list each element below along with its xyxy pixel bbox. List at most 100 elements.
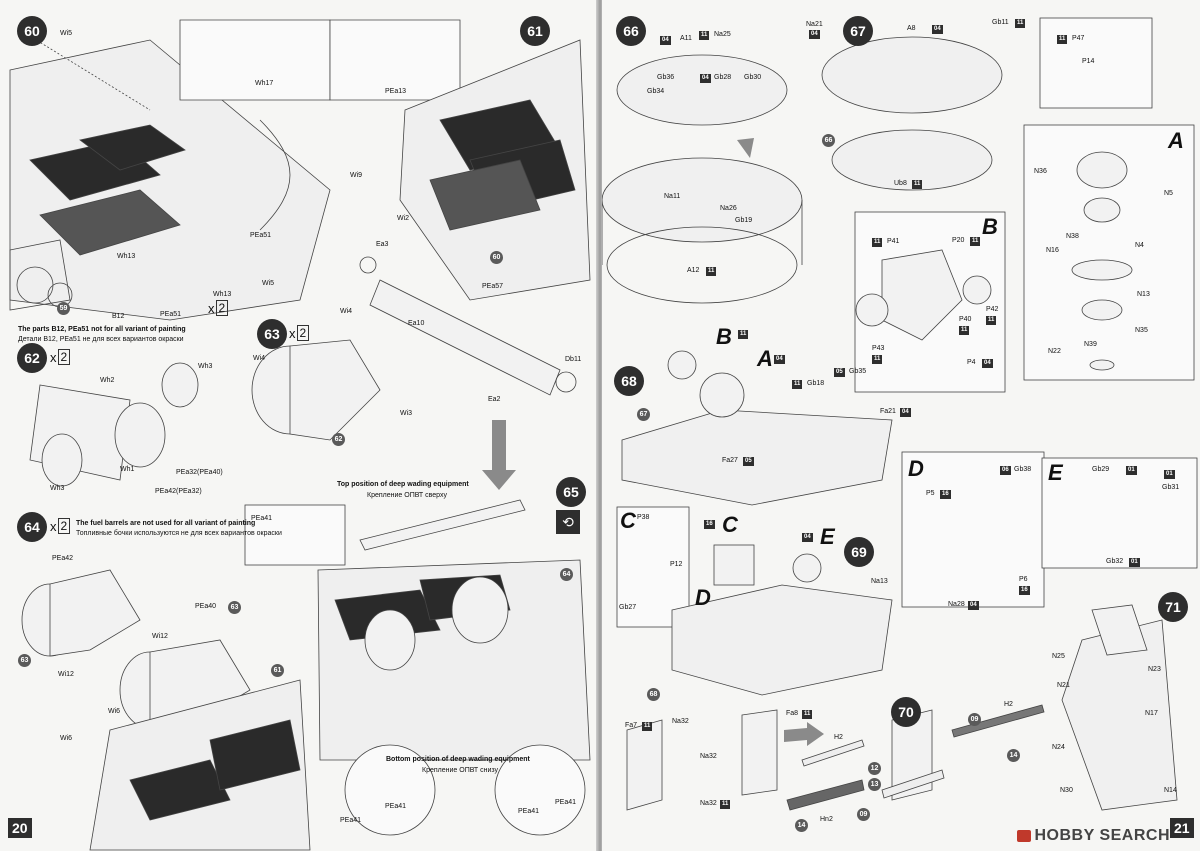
left-page-artwork [9, 19, 591, 851]
sub-assembly-e-letter: E [1048, 460, 1063, 485]
sprue-tag: 04 [774, 355, 785, 364]
note-ru: Крепление ОПВТ снизу [422, 767, 499, 774]
ref-circle: 59 [57, 302, 70, 315]
step-63-number: 63 [257, 319, 287, 349]
ref-circle: 64 [560, 568, 573, 581]
part-label: Fa21 [880, 408, 896, 415]
part-label: PEa51 [160, 311, 182, 318]
sub-c-ref: C [722, 512, 738, 537]
note-en: Top position of deep wading equipment [337, 481, 469, 488]
sprue-tag: 11 [986, 316, 997, 325]
sprue-tag: 04 [700, 74, 711, 83]
part-label: N14 [1164, 787, 1177, 794]
part-label: Gb19 [735, 217, 753, 224]
rotate-icon: ⟲ [556, 510, 580, 534]
part-label: Gb29 [1092, 466, 1110, 473]
watermark-logo-icon [1016, 830, 1031, 842]
part-label: PEa42(PEa32) [155, 488, 202, 495]
part-label: N36 [1034, 168, 1047, 175]
part-label: Na32 [672, 718, 689, 725]
part-label: Gb30 [744, 74, 762, 81]
part-label: P4 [967, 359, 976, 366]
sprue-tag: 11 [872, 238, 883, 247]
part-label: Db11 [565, 356, 582, 363]
sub-assembly-d-letter: D [908, 456, 924, 481]
part-label: Wi5 [60, 30, 73, 37]
part-label: Gb34 [647, 88, 665, 95]
sprue-tag: 11 [970, 237, 981, 246]
multiplier-value: 2 [215, 300, 229, 316]
part-label: Wh17 [255, 80, 274, 87]
step-71-number: 71 [1158, 592, 1188, 622]
note-en: Bottom position of deep wading equipment [386, 756, 530, 763]
part-label: N21 [1057, 682, 1070, 689]
watermark: HOBBY SEARCH [1016, 827, 1171, 845]
part-label: P47 [1072, 35, 1085, 42]
sprue-tag: 04 [968, 601, 979, 610]
part-label: N30 [1060, 787, 1073, 794]
ref-circle: 63 [228, 601, 241, 614]
step-67-number: 67 [843, 16, 873, 46]
part-label: Gb31 [1162, 484, 1180, 491]
part-label: A11 [680, 35, 692, 42]
part-label: P38 [637, 514, 650, 521]
note-ru: Топливные бочки используются не для всех… [76, 530, 282, 537]
part-label: H2 [1004, 701, 1013, 708]
part-label: PEa41 [518, 808, 540, 815]
part-label: PEa42 [52, 555, 74, 562]
part-label: Gb32 [1106, 558, 1124, 565]
sprue-tag: 04 [660, 36, 671, 45]
step-62-number: 62 [17, 343, 47, 373]
right-page: 66 A11 04 Na25 11 Na21 04 Gb36 04 Gb28 G… [602, 0, 1200, 851]
part-label: PEa57 [482, 283, 504, 290]
note-ru: Детали B12, PEa51 не для всех вариантов … [18, 336, 184, 343]
multiplier-value: 2 [296, 325, 310, 341]
sprue-tag: 11 [792, 380, 803, 389]
sub-a-ref: A [757, 346, 773, 371]
part-label: Na11 [664, 193, 681, 200]
note-en: The fuel barrels are not used for all va… [76, 520, 256, 527]
part-label: P20 [952, 237, 965, 244]
part-label: Na21 [806, 21, 823, 28]
part-label: Fa27 [722, 457, 738, 464]
part-label: Na28 [948, 601, 965, 608]
part-label: H2 [834, 734, 843, 741]
ref-circle: 67 [637, 408, 650, 421]
watermark-text: HOBBY SEARCH [1034, 827, 1170, 844]
sub-assembly-a-letter: A [1168, 128, 1184, 153]
note-en: The parts B12, PEa51 not for all variant… [18, 326, 186, 333]
ref-circle: 63 [18, 654, 31, 667]
part-label: Wh13 [213, 291, 232, 298]
right-page-artwork [602, 17, 1198, 811]
sprue-tag: 04 [809, 30, 820, 39]
page-number-left: 20 [8, 818, 32, 838]
part-label: N22 [1048, 348, 1061, 355]
part-label: N4 [1135, 242, 1144, 249]
part-label: A12 [687, 267, 700, 274]
part-label: Na32 [700, 753, 717, 760]
part-label: P41 [887, 238, 900, 245]
part-label: Gb35 [849, 368, 867, 375]
sprue-tag: 04 [982, 359, 993, 368]
part-label: Fa7 [625, 722, 638, 729]
sprue-tag: 06 [1000, 466, 1011, 475]
ref-circle: 60 [490, 251, 503, 264]
part-label: Na32 [700, 800, 717, 807]
sub-b-ref: B [716, 324, 732, 349]
multiplier-value: 2 [57, 518, 71, 534]
part-label: Gb38 [1014, 466, 1032, 473]
part-label: P43 [872, 345, 885, 352]
page-number-right: 21 [1170, 818, 1194, 838]
part-label: Gb28 [714, 74, 732, 81]
part-label: A8 [907, 25, 916, 32]
sprue-tag: 05 [743, 457, 754, 466]
part-label: N13 [1137, 291, 1150, 298]
part-label: Wi3 [400, 410, 413, 417]
sprue-tag: 16 [940, 490, 951, 499]
ref-circle: 62 [332, 433, 345, 446]
part-label: Na13 [871, 578, 888, 585]
sprue-tag: 16 [704, 520, 715, 529]
